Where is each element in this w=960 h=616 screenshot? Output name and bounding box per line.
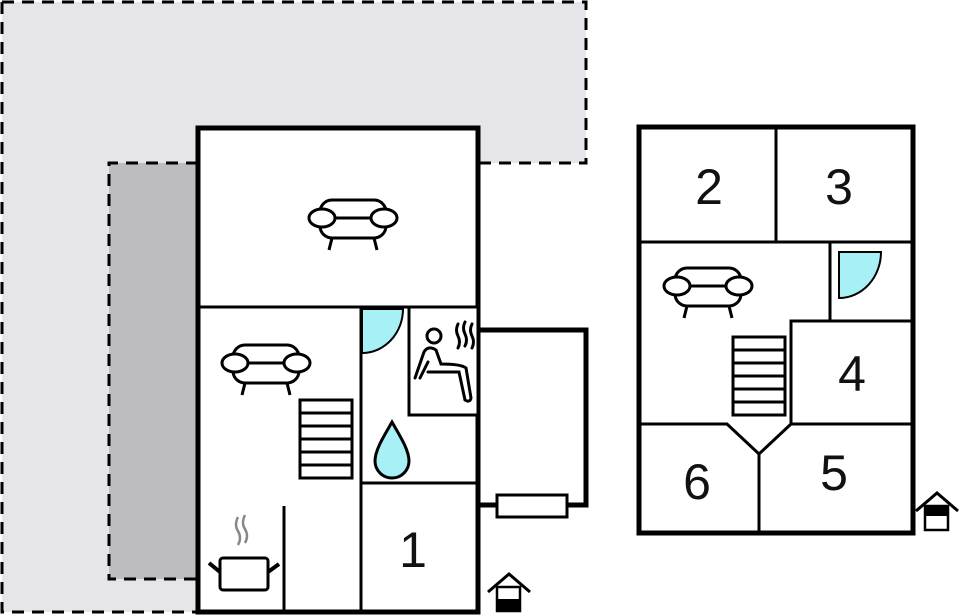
stairs-icon bbox=[298, 398, 354, 480]
sauna-icon bbox=[413, 320, 475, 403]
door-swing-icon bbox=[361, 308, 405, 355]
first-floor-house-icon bbox=[915, 491, 959, 532]
carport-area bbox=[107, 161, 198, 581]
room-number-6: 6 bbox=[683, 454, 711, 510]
room-number-2: 2 bbox=[695, 159, 723, 215]
window bbox=[495, 493, 569, 519]
first-floor-plan: 2 3 4 5 6 bbox=[636, 124, 959, 536]
water-drop-icon bbox=[373, 418, 411, 480]
ground-floor-house-icon bbox=[487, 572, 531, 613]
room-number-3: 3 bbox=[825, 159, 853, 215]
stairs-icon bbox=[731, 335, 787, 417]
cooking-pot-icon bbox=[207, 514, 281, 592]
door-swing-icon bbox=[838, 251, 883, 300]
room-number-5: 5 bbox=[820, 445, 848, 501]
room-number-4: 4 bbox=[838, 346, 866, 402]
room-number-1: 1 bbox=[399, 522, 427, 578]
ground-floor-plan: 1 bbox=[195, 125, 589, 615]
